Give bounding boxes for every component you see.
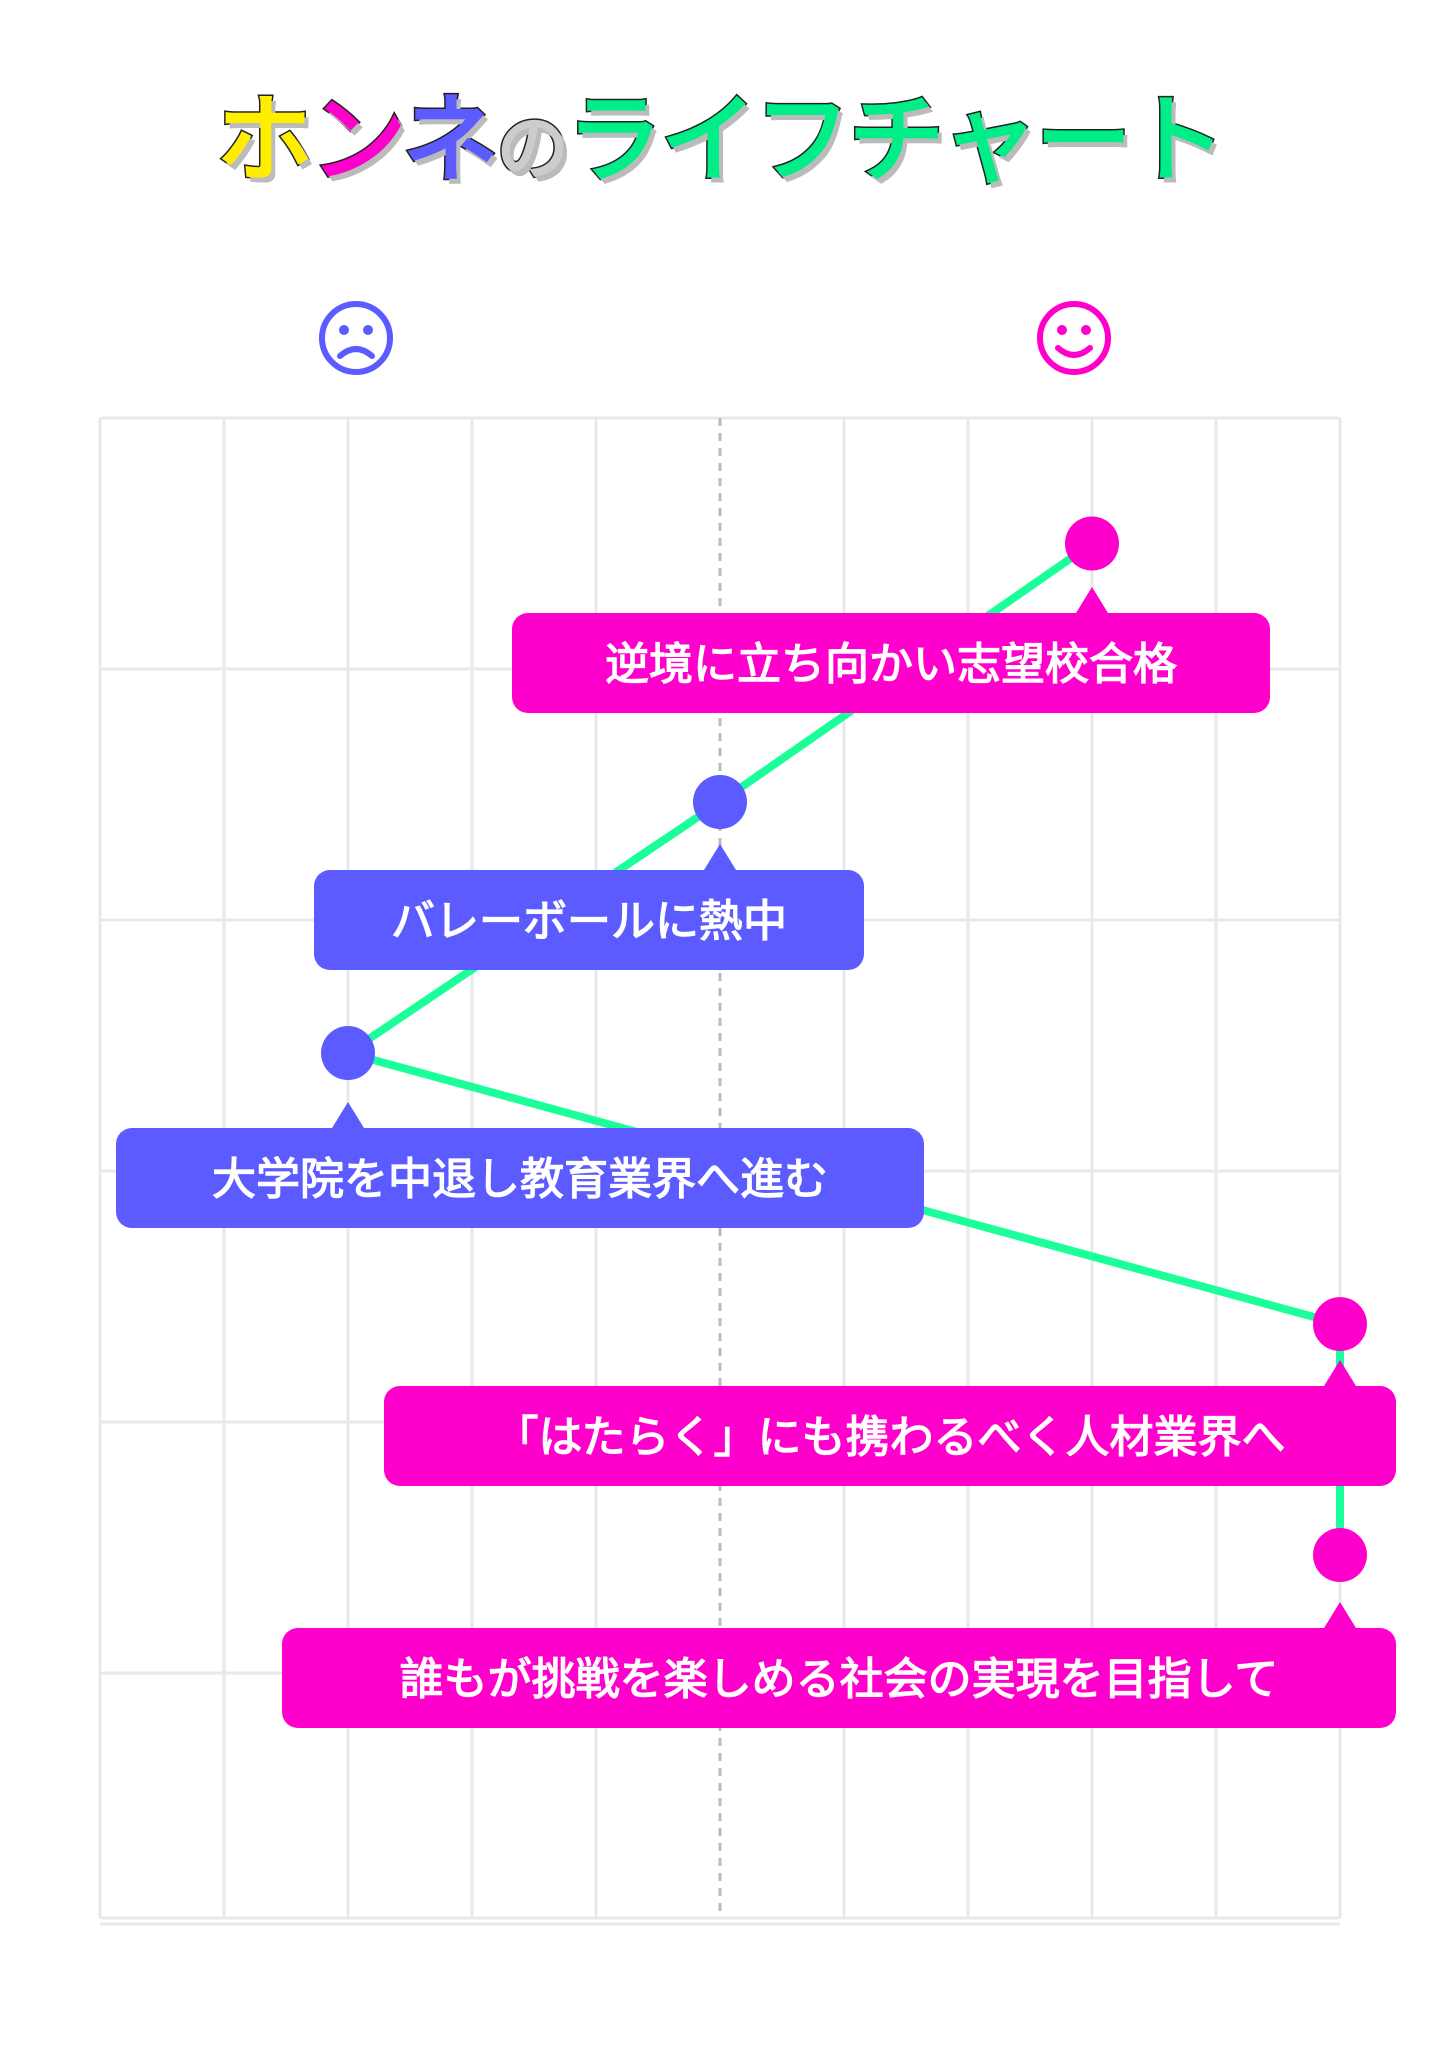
smiley-face-icon [1037,301,1111,375]
title-segment: ホ [215,84,314,196]
label-box [314,870,864,970]
data-point [1065,516,1119,571]
data-point [321,1026,375,1081]
label-box [116,1128,924,1228]
data-point [1313,1528,1367,1583]
point-label: 大学院を中退し教育業界へ進む [212,1154,828,1205]
title-segment: ン [309,84,406,196]
page-title: ホンネのライフチャート [0,86,1440,195]
label-pointer [332,1102,364,1128]
label-pointer [1324,1360,1356,1386]
point-label: 逆境に立ち向かい志望校合格 [605,639,1178,690]
label-pointer [1324,1602,1356,1628]
point-label: 「はたらく」にも携わるべく人材業界へ [494,1412,1285,1463]
label-box [512,613,1270,713]
label-pointer [704,844,736,870]
label-box [384,1386,1396,1486]
sad-face-icon [319,301,393,375]
label-pointer [1076,587,1108,613]
title-segment: ライフチャート [565,84,1227,196]
point-label: 誰もが挑戦を楽しめる社会の実現を目指して [400,1654,1279,1705]
point-label: バレーボールに熱中 [391,896,787,947]
title-segment: の [495,106,570,190]
data-point [693,775,747,830]
title-segment: ネ [401,84,500,196]
data-point [1313,1297,1367,1352]
label-box [282,1628,1396,1728]
